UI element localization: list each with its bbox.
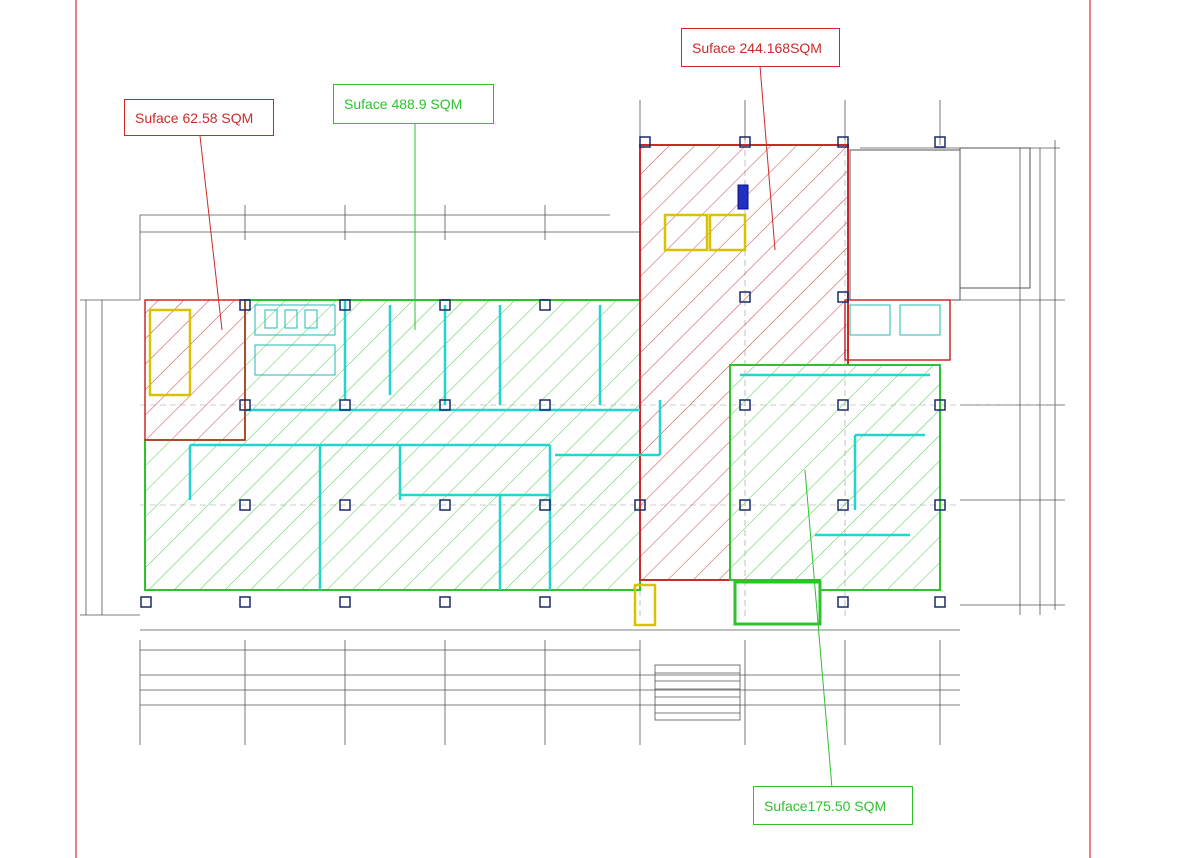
callout-green-east: Suface175.50 SQM [753, 786, 913, 825]
callout-green-east-label: Suface175.50 SQM [764, 797, 887, 814]
leader-line-red-core [759, 65, 776, 251]
zone-red-left [144, 299, 246, 441]
dimension-lines-bottom [139, 629, 960, 745]
washroom-fixtures [254, 304, 941, 376]
dimension-lines-sides [80, 140, 1065, 616]
callout-red-left: Suface 62.58 SQM [124, 99, 274, 136]
dimension-lines-top [139, 100, 1060, 300]
structural-columns [140, 136, 946, 608]
callout-red-core-label: Suface 244.168SQM [692, 39, 822, 56]
leader-lines [199, 65, 833, 789]
leader-line-red-left [199, 135, 223, 331]
annex-outline [849, 147, 1031, 301]
entrance-stair [654, 664, 741, 721]
callout-red-core: Suface 244.168SQM [681, 28, 840, 67]
leader-line-green-east [804, 469, 833, 789]
callout-green-main-label: Suface 488.9 SQM [344, 96, 463, 112]
callout-green-main: Suface 488.9 SQM [333, 84, 494, 124]
callout-red-left-label: Suface 62.58 SQM [135, 109, 254, 126]
